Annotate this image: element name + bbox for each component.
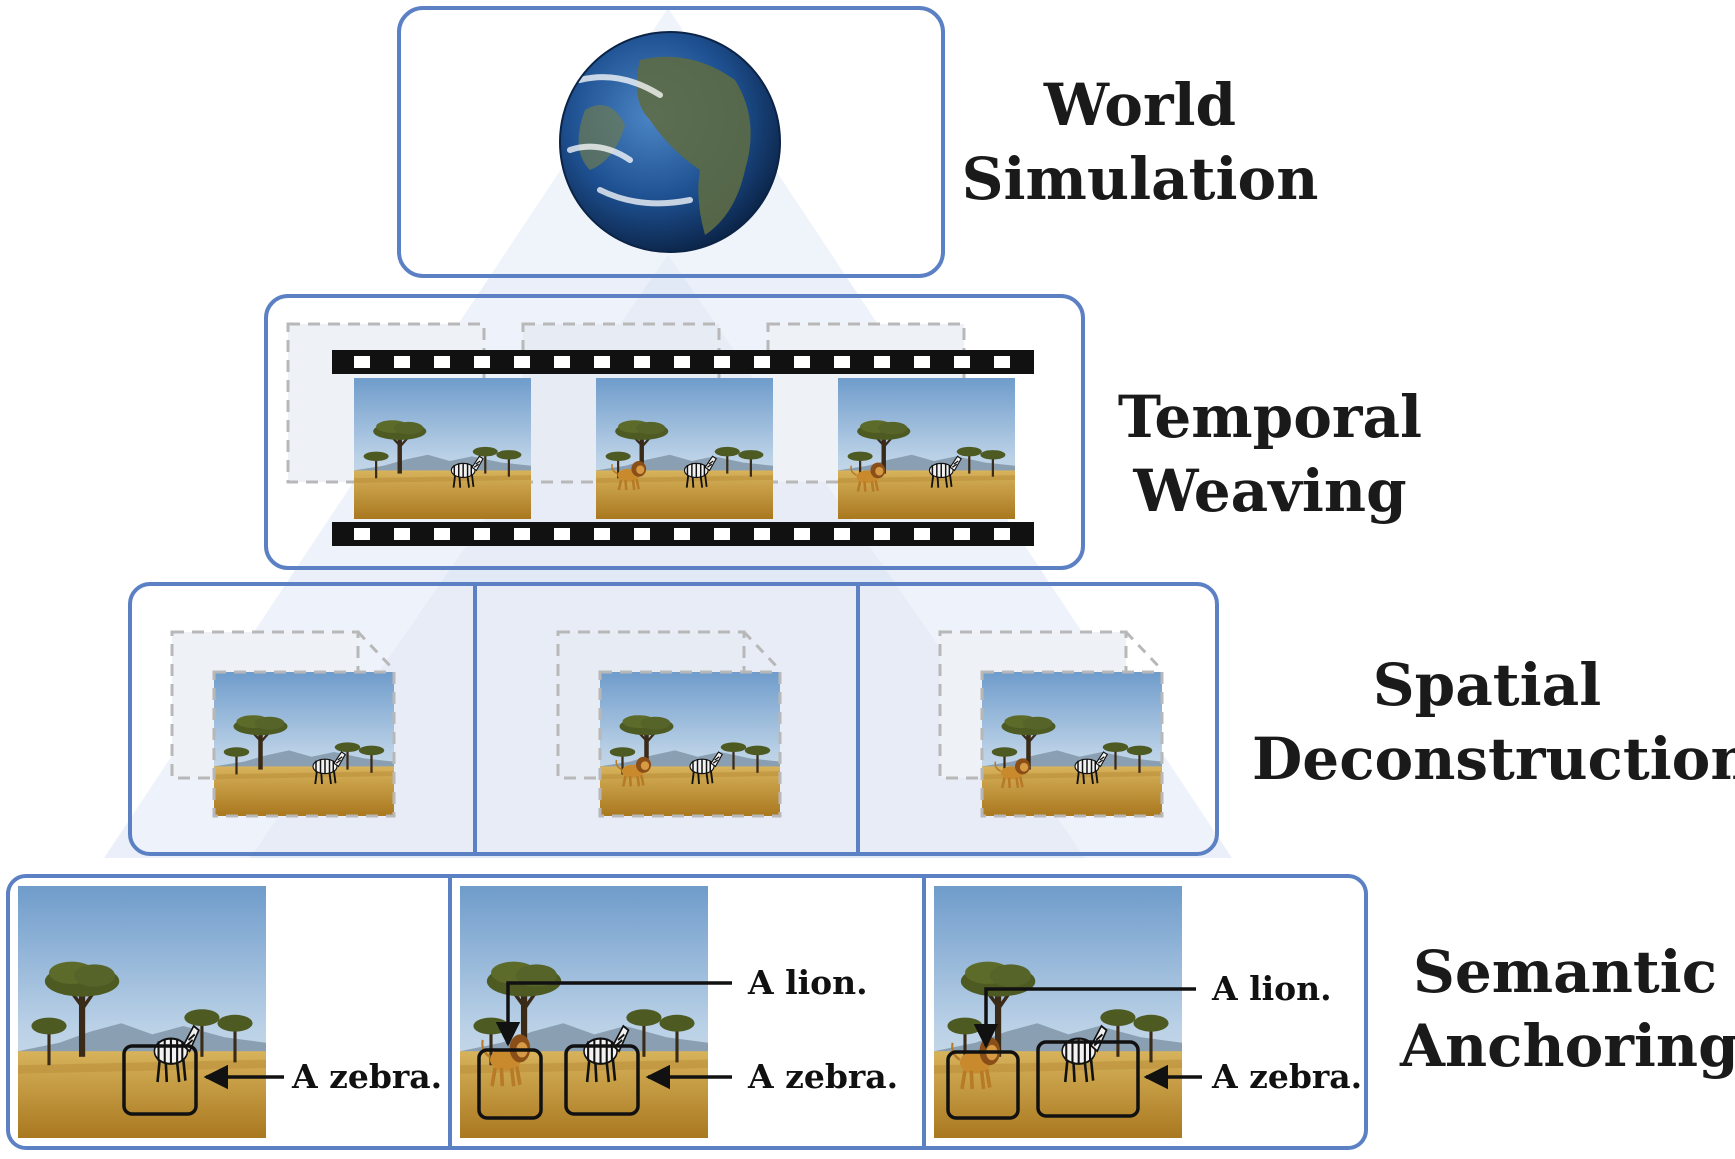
- world-simulation-title: World Simulation: [960, 68, 1320, 216]
- semantic-anchoring-title: Semantic Anchoring: [1400, 935, 1735, 1083]
- caption-lion-panel2: A lion.: [748, 963, 868, 1002]
- film-frame-3: [838, 378, 1015, 519]
- caption-zebra-panel3: A zebra.: [1212, 1057, 1363, 1096]
- spatial-cell-1: [170, 630, 396, 818]
- caption-zebra-panel2: A zebra.: [748, 1057, 899, 1096]
- filmstrip-icon: [332, 350, 1034, 546]
- semantic-panel-1: [18, 886, 284, 1138]
- zebra-bounding-box: [1036, 1040, 1140, 1118]
- zebra-bounding-box: [564, 1044, 640, 1116]
- title-line: Spatial: [1372, 651, 1602, 719]
- spatial-cell-3: [938, 630, 1164, 818]
- title-line: World: [1043, 71, 1237, 139]
- globe-icon: [559, 31, 781, 253]
- film-frame-2: [596, 378, 773, 519]
- caption-zebra-panel1: A zebra.: [292, 1057, 443, 1096]
- lion-bounding-box: [946, 1050, 1020, 1120]
- title-line: Temporal: [1117, 383, 1423, 451]
- temporal-weaving-title: Temporal Weaving: [1100, 380, 1440, 528]
- title-line: Weaving: [1133, 457, 1407, 525]
- semantic-panel-2: [460, 886, 732, 1138]
- semantic-panel-3: [934, 886, 1202, 1138]
- film-frame-1: [354, 378, 531, 519]
- caption-lion-panel3: A lion.: [1212, 969, 1332, 1008]
- title-line: Simulation: [961, 145, 1319, 213]
- title-line: Semantic: [1412, 938, 1718, 1006]
- spatial-deconstruction-title: Spatial Deconstruction: [1252, 648, 1735, 796]
- spatial-cell-2: [556, 630, 782, 818]
- zebra-bounding-box: [122, 1044, 198, 1116]
- lion-bounding-box: [477, 1048, 543, 1120]
- title-line: Deconstruction: [1252, 725, 1735, 793]
- title-line: Anchoring: [1400, 1012, 1735, 1080]
